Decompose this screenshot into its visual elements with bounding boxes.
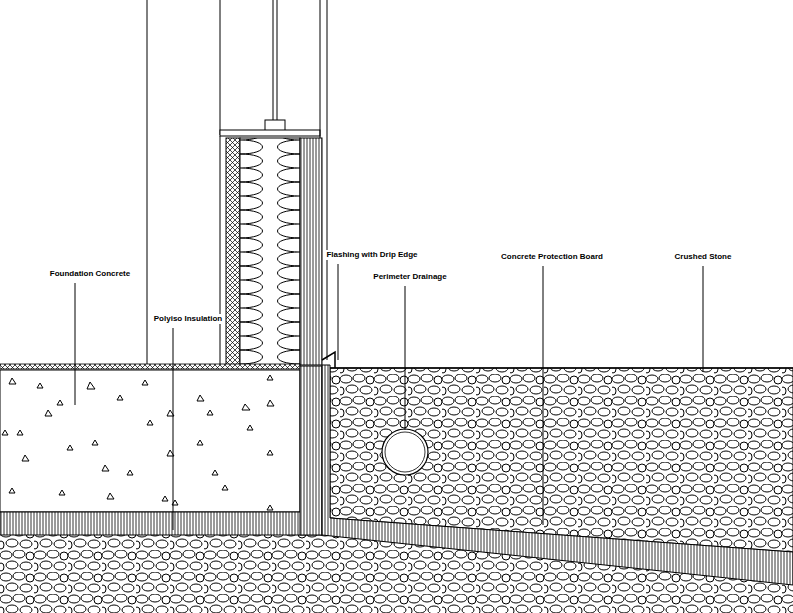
callout-label: Concrete Protection Board bbox=[500, 252, 604, 262]
callout-label: Foundation Concrete bbox=[49, 269, 131, 279]
callout-label: Crushed Stone bbox=[674, 252, 733, 262]
callout-label: Perimeter Drainage bbox=[372, 272, 447, 282]
callout-label: Flashing with Drip Edge bbox=[325, 250, 418, 260]
callout-label: Polyiso Insulation bbox=[153, 314, 223, 324]
